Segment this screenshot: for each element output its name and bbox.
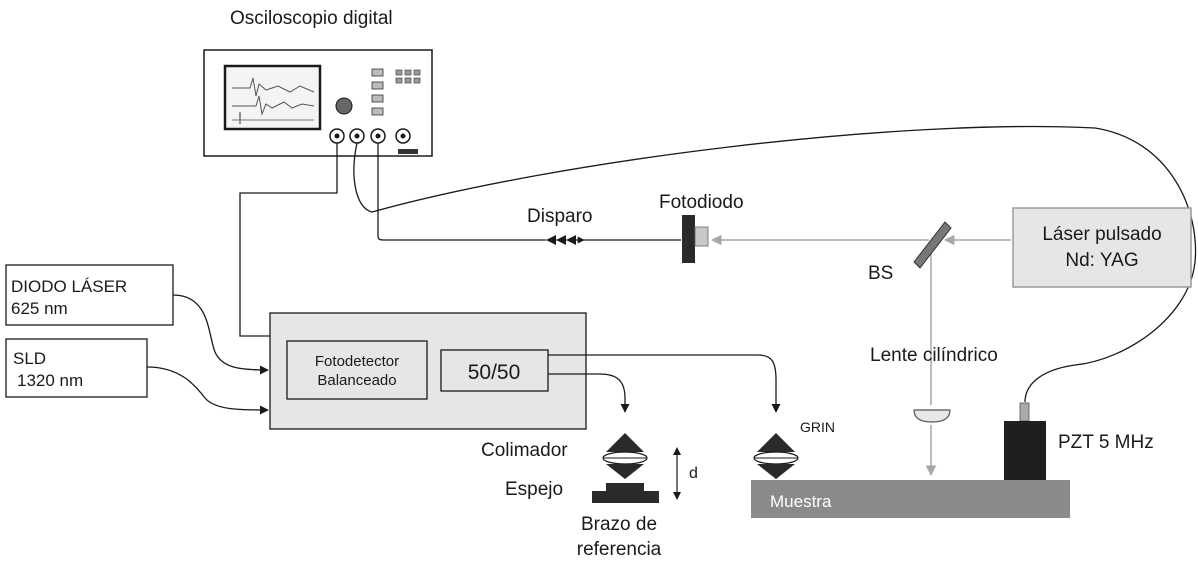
reference-mirror: Espejo: [505, 479, 659, 503]
grin-probe: GRIN: [753, 419, 835, 479]
laser-diode-label-1: DIODO LÁSER: [11, 277, 127, 296]
mirror-label: Espejo: [505, 479, 563, 500]
coupler-label: 50/50: [468, 361, 521, 384]
mirror-base: [592, 491, 659, 503]
cable-trigger: [377, 143, 545, 241]
beam-splitter: BS: [868, 221, 952, 284]
beam-splitter-label: BS: [868, 263, 893, 284]
pzt-connector: [1019, 402, 1030, 422]
fiber-sample-arm: [548, 354, 781, 413]
pzt-label: PZT 5 MHz: [1058, 432, 1154, 453]
laser-diode-label-2: 625 nm: [11, 299, 68, 318]
photodiode: Fotodiodo: [659, 192, 744, 263]
oscilloscope-label: Osciloscopio digital: [230, 8, 393, 29]
fiber-laser-diode: [172, 294, 269, 375]
sld-source: SLD 1320 nm: [5, 338, 148, 398]
sample-block: [751, 480, 1070, 518]
fiber-sld: [146, 366, 269, 415]
pzt-transducer: PZT 5 MHz: [1004, 402, 1154, 480]
displacement-indicator: d: [673, 447, 698, 500]
laser-diode: DIODO LÁSER 625 nm: [5, 264, 174, 326]
grin-head: [757, 433, 795, 452]
photodetector-label-1: Fotodetector: [315, 353, 399, 370]
fiber-reference-arm: [548, 373, 630, 413]
photodiode-window: [694, 226, 709, 247]
cable-pzt: [353, 125, 1197, 403]
reference-arm-label-2: referencia: [577, 539, 662, 560]
sld-box: [5, 338, 148, 398]
cylindrical-lens: Lente cilíndrico: [870, 345, 998, 423]
coupler-box: [440, 349, 549, 392]
pulsed-laser-label-2: Nd: YAG: [1065, 250, 1138, 271]
sample: Muestra: [751, 480, 1070, 518]
photodiode-label: Fotodiodo: [659, 192, 744, 213]
pulsed-laser: Láser pulsado Nd: YAG: [1012, 207, 1192, 288]
sld-label-1: SLD: [13, 349, 46, 368]
collimator-head: [606, 433, 644, 452]
cylindrical-lens-label: Lente cilíndrico: [870, 345, 998, 366]
reference-collimator: Colimador: [481, 433, 648, 479]
sample-label: Muestra: [770, 492, 832, 511]
mirror-top: [606, 483, 644, 491]
sld-label-2: 1320 nm: [17, 371, 83, 390]
pzt-body: [1004, 421, 1046, 480]
oscilloscope-knob: [335, 97, 353, 115]
grin-label: GRIN: [800, 419, 835, 435]
interferometer-box: Fotodetector Balanceado 50/50: [269, 312, 587, 430]
displacement-label: d: [689, 465, 698, 482]
oscilloscope-port: [398, 149, 418, 154]
reference-arm-label-1: Brazo de: [581, 514, 657, 535]
laser-diode-box: [5, 264, 174, 326]
cable-detector: [239, 143, 338, 337]
trace-2: [232, 95, 315, 116]
photodiode-body: [682, 215, 695, 263]
photodetector-box: [286, 340, 428, 400]
cylindrical-lens-shape: [913, 409, 951, 423]
photodetector-label-2: Balanceado: [317, 372, 396, 389]
trace-1: [232, 77, 315, 97]
oscilloscope: Osciloscopio digital: [203, 8, 433, 157]
pulsed-laser-label-1: Láser pulsado: [1042, 224, 1161, 245]
beam-splitter-plate: [913, 221, 952, 269]
pulsed-laser-box: [1012, 207, 1192, 288]
trigger-label: Disparo: [527, 206, 592, 227]
oscilloscope-screen: [223, 64, 322, 131]
collimator-label: Colimador: [481, 440, 568, 461]
